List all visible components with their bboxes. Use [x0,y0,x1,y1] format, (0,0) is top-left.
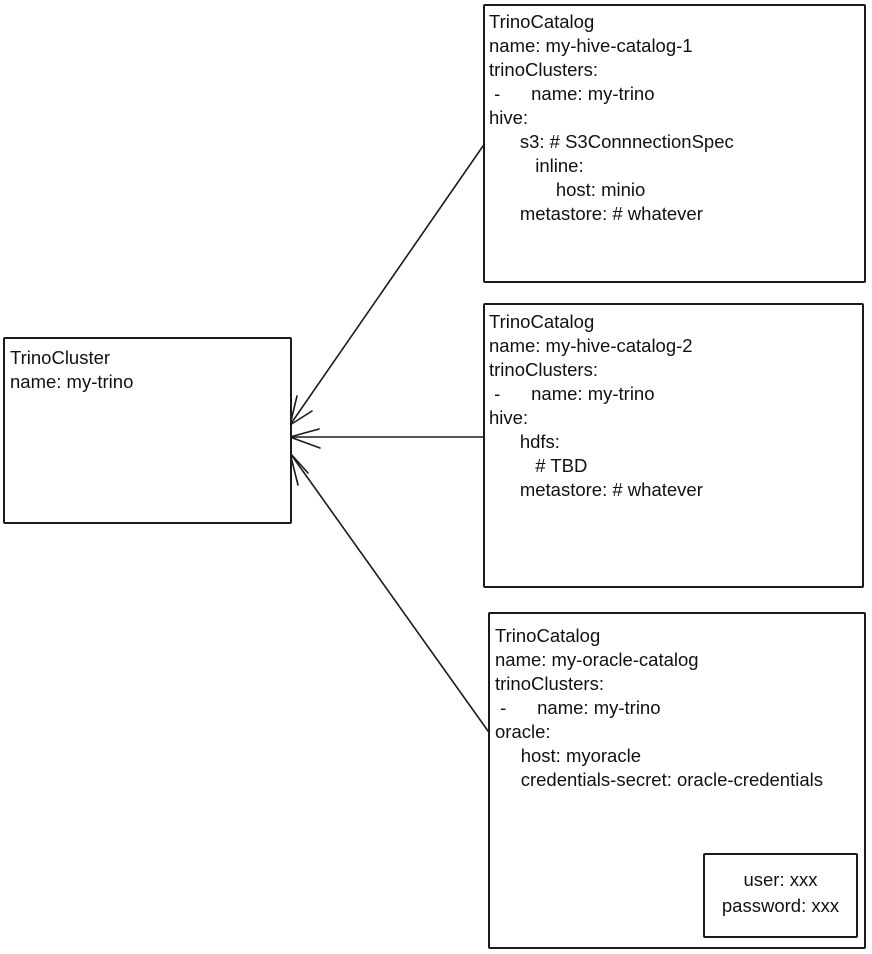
yaml-line: hdfs: [489,431,560,452]
yaml-line: TrinoCatalog [489,11,595,32]
trino-catalog-1-box: TrinoCatalog name: my-hive-catalog-1 tri… [483,4,866,283]
yaml-line: - name: my-trino [489,383,655,404]
yaml-line: s3: # S3ConnnectionSpec [489,131,734,152]
yaml-line: hive: [489,107,529,128]
yaml-line: credentials-secret: oracle-credentials [495,769,823,790]
yaml-line: trinoClusters: [495,673,604,694]
yaml-line: - name: my-trino [495,697,661,718]
yaml-line: host: myoracle [495,745,641,766]
yaml-line: metastore: # whatever [489,479,703,500]
yaml-line: name: my-hive-catalog-1 [489,35,693,56]
yaml-line: metastore: # whatever [489,203,703,224]
yaml-line: trinoClusters: [489,59,598,80]
yaml-line: TrinoCatalog [495,625,601,646]
oracle-credentials-secret-box: user: xxx password: xxx [703,853,858,938]
yaml-line: TrinoCatalog [489,311,595,332]
yaml-line: trinoClusters: [489,359,598,380]
secret-line: user: xxx [743,869,818,890]
yaml-line: - name: my-trino [489,83,655,104]
edge-catalog3-to-cluster [289,452,489,732]
edge-catalog2-to-cluster [289,428,484,449]
trino-cluster-box: TrinoCluster name: my-trino [3,337,292,524]
yaml-line: TrinoCluster [10,347,111,368]
yaml-line: name: my-trino [10,371,134,392]
trino-catalog-2-box: TrinoCatalog name: my-hive-catalog-2 tri… [483,303,864,588]
yaml-line: host: minio [489,179,646,200]
secret-line: password: xxx [721,895,840,916]
yaml-line: name: my-oracle-catalog [495,649,699,670]
yaml-line: oracle: [495,721,551,742]
yaml-line: name: my-hive-catalog-2 [489,335,693,356]
edge-catalog1-to-cluster [289,145,484,426]
yaml-line: hive: [489,407,529,428]
yaml-line: inline: [489,155,584,176]
yaml-line: # TBD [489,455,588,476]
